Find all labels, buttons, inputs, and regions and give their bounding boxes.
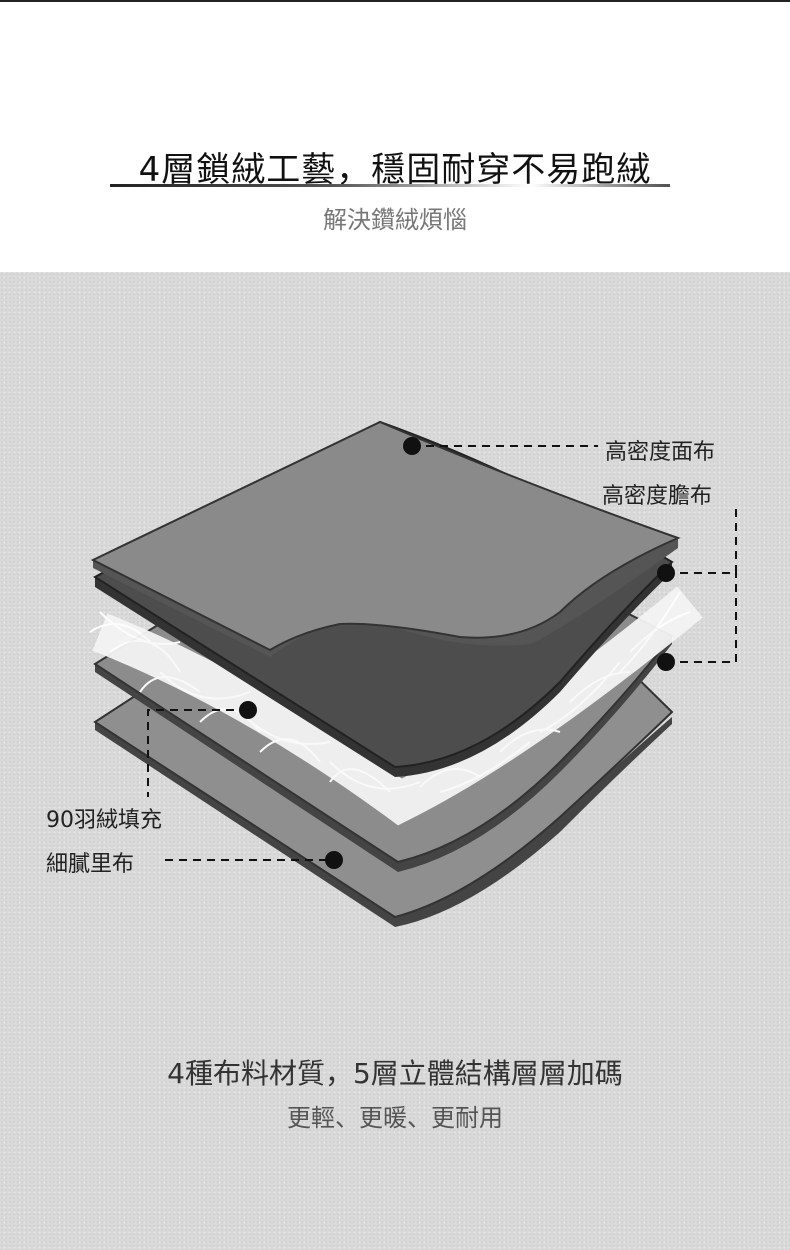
label-inner-fabric: 高密度膽布 xyxy=(602,484,713,509)
title-underline xyxy=(110,184,670,187)
inner-fabric-dot-2 xyxy=(657,653,675,671)
top-border xyxy=(0,0,790,2)
footer-subtitle: 更輕、更暖、更耐用 xyxy=(287,1104,503,1132)
label-outer-fabric: 高密度面布 xyxy=(605,440,716,465)
label-lining: 細膩里布 xyxy=(46,852,135,877)
page-title: 4層鎖絨工藝，穩固耐穿不易跑絨 xyxy=(138,150,652,190)
outer-fabric-dot xyxy=(403,437,421,455)
inner-fabric-dot xyxy=(657,564,675,582)
page-subtitle: 解決鑽絨煩惱 xyxy=(323,206,467,234)
down-filling-layer xyxy=(89,586,703,826)
layer-diagram xyxy=(89,420,737,927)
label-down-filling: 90羽絨填充 xyxy=(46,808,162,833)
down-filling-dot xyxy=(239,701,257,719)
outer-fabric-layer xyxy=(90,420,681,657)
lining-dot xyxy=(325,851,343,869)
footer-title: 4種布料材質，5層立體結構層層加碼 xyxy=(167,1057,623,1090)
header-section xyxy=(0,0,790,272)
leader-lines xyxy=(147,445,737,861)
